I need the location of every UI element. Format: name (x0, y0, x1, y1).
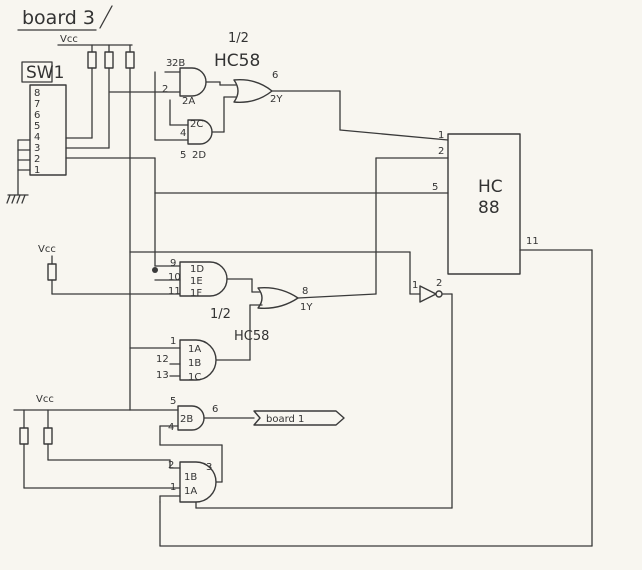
svg-text:9: 9 (170, 258, 176, 269)
svg-text:2D: 2D (192, 150, 206, 161)
svg-text:3: 3 (166, 58, 172, 69)
svg-text:1: 1 (170, 482, 176, 493)
and-gate-2c (187, 119, 213, 145)
svg-text:2: 2 (162, 84, 168, 95)
inverter (419, 285, 437, 303)
half-label-mid: 1/2 (210, 307, 231, 322)
svg-text:2: 2 (168, 460, 174, 471)
vcc-label-top: Vcc (60, 34, 78, 45)
diagram-title: board 3 (22, 7, 95, 29)
resistor-6 (43, 427, 53, 445)
svg-text:5: 5 (34, 121, 40, 132)
resistor-3 (125, 51, 135, 69)
svg-text:1: 1 (34, 165, 40, 176)
half-label-top: 1/2 (228, 31, 249, 46)
svg-text:1B: 1B (184, 472, 197, 483)
svg-text:2C: 2C (190, 119, 203, 130)
resistor-4 (47, 263, 57, 281)
svg-text:1C: 1C (188, 372, 201, 383)
svg-text:1: 1 (438, 130, 444, 141)
svg-text:6: 6 (34, 110, 40, 121)
svg-text:1F: 1F (190, 288, 202, 299)
vcc-label-bottom: Vcc (36, 394, 54, 405)
svg-text:6: 6 (272, 70, 278, 81)
svg-text:1: 1 (412, 280, 418, 291)
svg-text:6: 6 (212, 404, 218, 415)
svg-text:11: 11 (526, 236, 539, 247)
svg-text:5: 5 (432, 182, 438, 193)
switch-box (21, 61, 53, 83)
hc58-label-mid: HC58 (234, 329, 269, 344)
svg-text:2B: 2B (172, 58, 185, 69)
hc58-label-top: HC58 (214, 51, 260, 71)
or-gate-2y (233, 79, 273, 103)
svg-text:4: 4 (34, 132, 40, 143)
svg-text:2B: 2B (180, 414, 193, 425)
switch-pin-labels: 8 7 6 5 4 3 2 1 (34, 88, 40, 176)
dip-switch (29, 84, 67, 176)
svg-text:1A: 1A (188, 344, 201, 355)
svg-text:12: 12 (156, 354, 169, 365)
svg-text:5: 5 (180, 150, 186, 161)
resistor-5 (19, 427, 29, 445)
svg-text:8: 8 (34, 88, 40, 99)
svg-text:88: 88 (478, 198, 500, 218)
svg-text:3: 3 (206, 462, 212, 473)
svg-text:11: 11 (168, 286, 181, 297)
and-gate-2a (179, 67, 207, 97)
and-gate-1b (179, 461, 217, 503)
junction-dot (152, 267, 158, 273)
svg-text:2: 2 (436, 278, 442, 289)
and-gate-1a (179, 339, 217, 381)
board-1-connector (253, 410, 345, 426)
svg-text:2A: 2A (182, 96, 195, 107)
hc88-chip (447, 133, 521, 275)
svg-text:5: 5 (170, 396, 176, 407)
svg-text:4: 4 (168, 422, 174, 433)
hc88-label: HC (478, 177, 503, 197)
svg-text:1B: 1B (188, 358, 201, 369)
ground-symbol (6, 194, 29, 204)
or-gate-1y (257, 287, 299, 309)
svg-text:1D: 1D (190, 264, 204, 275)
resistor-1 (87, 51, 97, 69)
and-gate-1d (179, 261, 228, 297)
svg-text:1E: 1E (190, 276, 203, 287)
svg-text:2: 2 (438, 146, 444, 157)
svg-text:1A: 1A (184, 486, 197, 497)
svg-text:8: 8 (302, 286, 308, 297)
resistor-2 (104, 51, 114, 69)
svg-text:2Y: 2Y (270, 94, 283, 105)
and-gate-2b (177, 405, 205, 431)
board-1-label: board 1 (266, 414, 304, 425)
svg-text:1Y: 1Y (300, 302, 313, 313)
svg-text:4: 4 (180, 128, 186, 139)
svg-text:10: 10 (168, 272, 181, 283)
svg-text:2: 2 (34, 154, 40, 165)
vcc-label-mid: Vcc (38, 244, 56, 255)
svg-text:7: 7 (34, 99, 40, 110)
switch-label: SW1 (26, 63, 64, 83)
svg-text:3: 3 (34, 143, 40, 154)
svg-text:1: 1 (170, 336, 176, 347)
svg-text:13: 13 (156, 370, 169, 381)
